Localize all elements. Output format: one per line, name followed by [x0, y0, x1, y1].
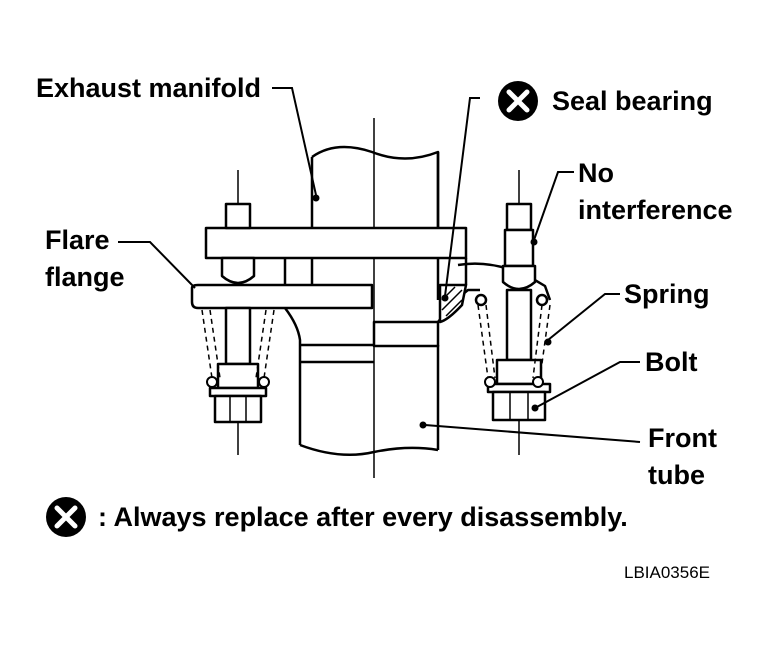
- flare-flange: [190, 283, 374, 310]
- left-bolt: [208, 202, 268, 424]
- right-bolt: [486, 202, 552, 422]
- x-circle-icon: [498, 81, 538, 121]
- label-flange: flange: [45, 262, 125, 292]
- label-no: No: [578, 158, 614, 188]
- left-spring: [201, 309, 275, 379]
- legend-text: : Always replace after every disassembly…: [98, 502, 628, 532]
- label-flare: Flare: [45, 225, 110, 255]
- exhaust-manifold-pipe: [310, 145, 440, 300]
- label-interference: interference: [578, 195, 733, 225]
- manifold-cone: [284, 307, 374, 370]
- label-front: Front: [648, 423, 717, 453]
- label-exhaust-manifold: Exhaust manifold: [36, 73, 262, 103]
- figure-code: LBIA0356E: [624, 563, 711, 582]
- label-tube: tube: [648, 460, 705, 490]
- label-seal-bearing: Seal bearing: [552, 86, 713, 116]
- x-circle-icon: [46, 497, 86, 537]
- manifold-flange: [204, 226, 468, 285]
- leader-lines: [118, 87, 641, 443]
- label-bolt: Bolt: [645, 347, 698, 377]
- seal-bearing: [438, 283, 468, 324]
- front-tube: [298, 288, 480, 457]
- label-spring: Spring: [624, 279, 710, 309]
